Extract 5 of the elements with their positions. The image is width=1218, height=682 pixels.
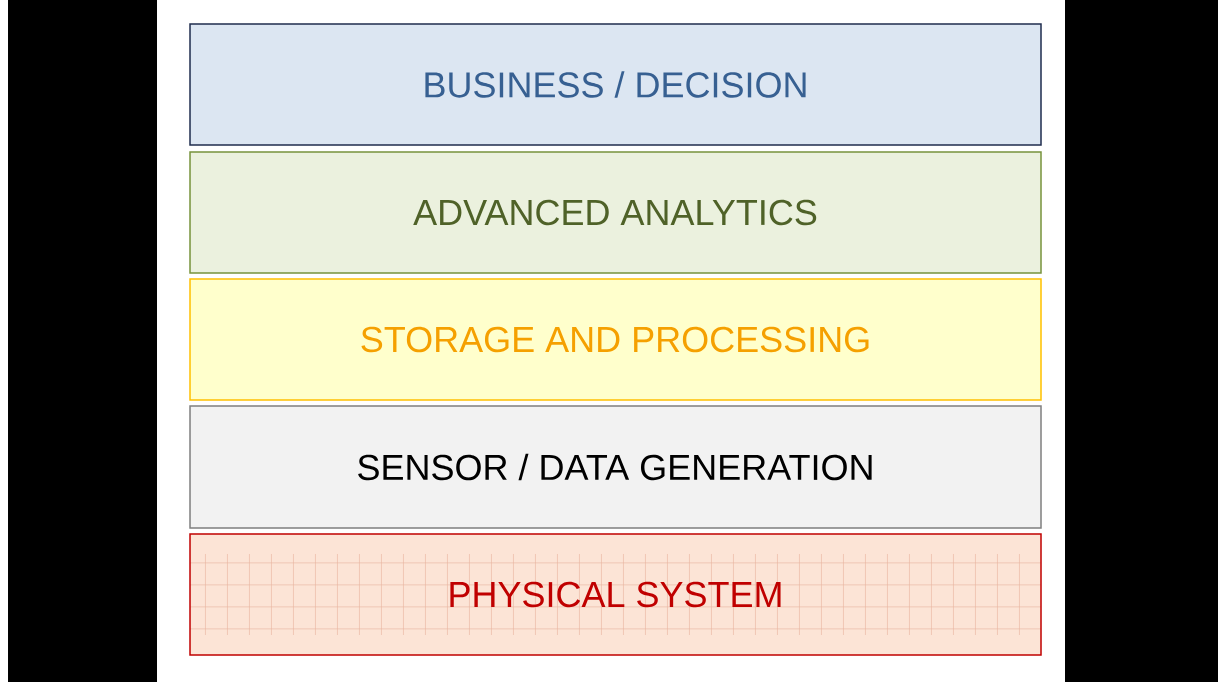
- layer-band: ADVANCED ANALYTICS: [189, 151, 1042, 274]
- layer-band: PHYSICAL SYSTEM: [189, 533, 1042, 656]
- layer-band: SENSOR / DATA GENERATION: [189, 405, 1042, 529]
- layer-band: STORAGE AND PROCESSING: [189, 278, 1042, 401]
- layer-band: BUSINESS / DECISION: [189, 23, 1042, 146]
